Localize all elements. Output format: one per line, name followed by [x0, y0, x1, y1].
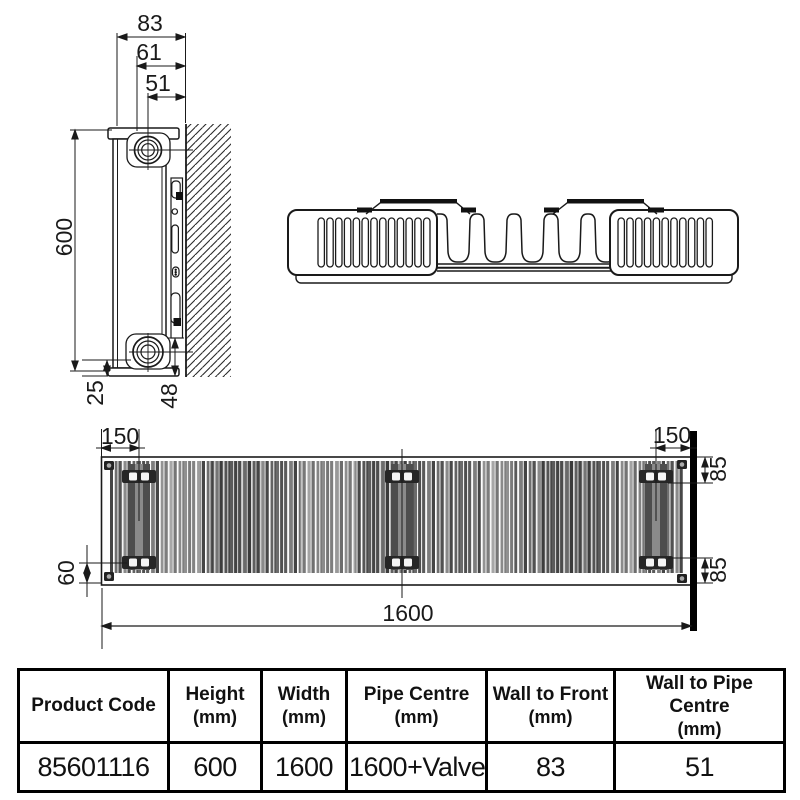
technical-drawing: 83 61 51 600 — [51, 10, 739, 649]
col-header-height: Height(mm) — [167, 667, 263, 745]
dim-150-left — [96, 444, 145, 452]
spec-table-header-row: Product Code Height(mm) Width(mm) Pipe C… — [17, 667, 786, 745]
dim-150-right — [650, 444, 697, 452]
value-wall-to-front: 83 — [485, 741, 616, 794]
value-product-code: 85601116 — [17, 741, 170, 794]
wall-bracket-side — [170, 177, 184, 339]
bottom-pipe-connection — [125, 333, 193, 372]
col-header-width: Width(mm) — [260, 667, 348, 745]
col-header-product-code: Product Code — [17, 667, 170, 745]
dim-51-label: 51 — [145, 70, 171, 96]
dim-1600-label: 1600 — [382, 600, 433, 626]
left-grille-panel — [287, 209, 438, 276]
dim-61-label: 61 — [136, 39, 162, 65]
dim-85-bottom — [701, 558, 709, 583]
corner-screws — [104, 460, 687, 583]
col-header-wall-to-pipe-centre: Wall to Pipe Centre(mm) — [613, 667, 786, 745]
dim-150-right-label: 150 — [653, 422, 691, 448]
wall-bar — [690, 431, 697, 631]
side-view: 83 61 51 600 — [51, 10, 231, 409]
dim-wall-to-front — [116, 33, 186, 126]
right-grille-panel — [609, 209, 739, 276]
top-bracket-left — [357, 199, 476, 215]
top-bracket-right — [544, 199, 664, 215]
dim-600-label: 600 — [51, 218, 77, 256]
col-header-pipe-centre: Pipe Centre(mm) — [345, 667, 488, 745]
dim-1600 — [101, 622, 692, 630]
top-pipe-connection — [126, 131, 193, 170]
plan-view: 150 150 85 85 60 — [53, 422, 731, 649]
value-wall-to-pipe-centre: 51 — [613, 741, 786, 794]
spec-table: Product Code Height(mm) Width(mm) Pipe C… — [17, 667, 786, 794]
dim-85-top — [701, 457, 709, 483]
value-height: 600 — [167, 741, 263, 794]
radiator-panel-side — [112, 138, 167, 369]
dim-83-label: 83 — [137, 10, 163, 36]
dim-wall-to-pipe-centre — [147, 93, 186, 133]
dim-48-label: 48 — [156, 383, 182, 409]
cross-section-view — [287, 199, 739, 284]
value-pipe-centre: 1600+Valve — [345, 741, 488, 794]
dim-85-top-label: 85 — [705, 456, 731, 482]
spec-table-value-row: 85601116 600 1600 1600+Valve 83 51 — [17, 741, 786, 794]
convector-fins — [437, 213, 614, 272]
dim-60 — [83, 563, 91, 583]
dim-pipe-to-bottom — [82, 359, 131, 377]
fin-shading — [160, 461, 646, 573]
dim-height-600 — [70, 129, 112, 372]
dim-85-bottom-label: 85 — [705, 557, 731, 583]
dim-bracket-to-bottom — [167, 337, 184, 376]
dim-60-label: 60 — [53, 560, 79, 586]
wall-hatch — [186, 124, 231, 377]
dim-150-left-label: 150 — [101, 423, 139, 449]
dim-25-label: 25 — [82, 380, 108, 406]
dim-wall-to-grille — [136, 56, 186, 131]
col-header-wall-to-front: Wall to Front(mm) — [485, 667, 616, 745]
value-width: 1600 — [260, 741, 348, 794]
